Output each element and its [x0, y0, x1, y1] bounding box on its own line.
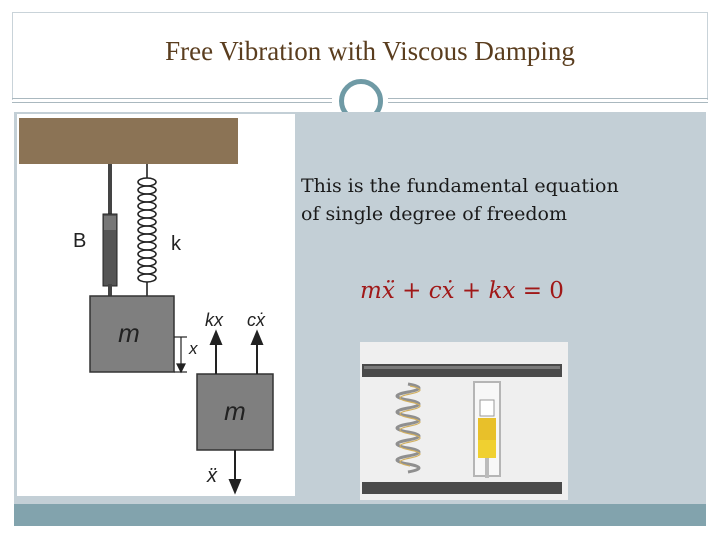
free-body-mass-block [196, 373, 274, 451]
acceleration-arrow-icon [228, 450, 242, 495]
damper-label: B [73, 230, 86, 252]
damper-icon [102, 164, 118, 296]
equation-of-motion: mẍ + cẋ + kx = 0 [360, 278, 564, 304]
dashpot-icon [473, 381, 501, 478]
equation-acceleration: ẍ [381, 278, 395, 304]
mass-label: m [118, 318, 140, 348]
title-frame [12, 12, 708, 13]
displacement-arrow-icon [174, 336, 187, 374]
bottom-plate [362, 482, 562, 494]
coil-spring-shadow [399, 385, 421, 467]
equation-stiffness-coef: k [488, 278, 503, 304]
equation-mass-coef: m [360, 278, 382, 304]
equation-displacement: x [502, 278, 516, 304]
spring-damper-diagram: B k m x m kx cẋ ẍ [17, 114, 295, 496]
slide-title: Free Vibration with Viscous Damping [165, 36, 575, 66]
equation-rhs: = 0 [515, 278, 564, 304]
ceiling-support [19, 118, 238, 164]
title-frame-left-edge [12, 12, 13, 100]
title-frame-right-edge [707, 12, 708, 100]
equation-velocity: ẋ [441, 278, 455, 304]
equation-plus: + [394, 278, 429, 304]
spring-force-arrow-icon [209, 329, 223, 374]
caption-line-2: of single degree of freedom [301, 203, 568, 225]
spring-force-label: kx [205, 310, 224, 330]
shock-absorber-photo [360, 342, 568, 500]
caption-line-1: This is the fundamental equation [301, 175, 619, 197]
top-plate [362, 364, 562, 377]
equation-damping-coef: c [428, 278, 442, 304]
acceleration-label: ẍ [206, 465, 218, 487]
equation-plus-2: + [454, 278, 489, 304]
coil-spring-icon [395, 382, 421, 474]
damping-force-label: cẋ [247, 310, 266, 330]
footer-band [14, 504, 706, 526]
caption-text: This is the fundamental equation of sing… [301, 172, 711, 228]
damping-force-arrow-icon [250, 329, 264, 374]
displacement-label: x [188, 339, 198, 358]
spring-label: k [171, 233, 182, 255]
free-body-mass-label: m [224, 396, 246, 426]
mass-block [89, 295, 175, 373]
spring-icon [137, 164, 157, 296]
